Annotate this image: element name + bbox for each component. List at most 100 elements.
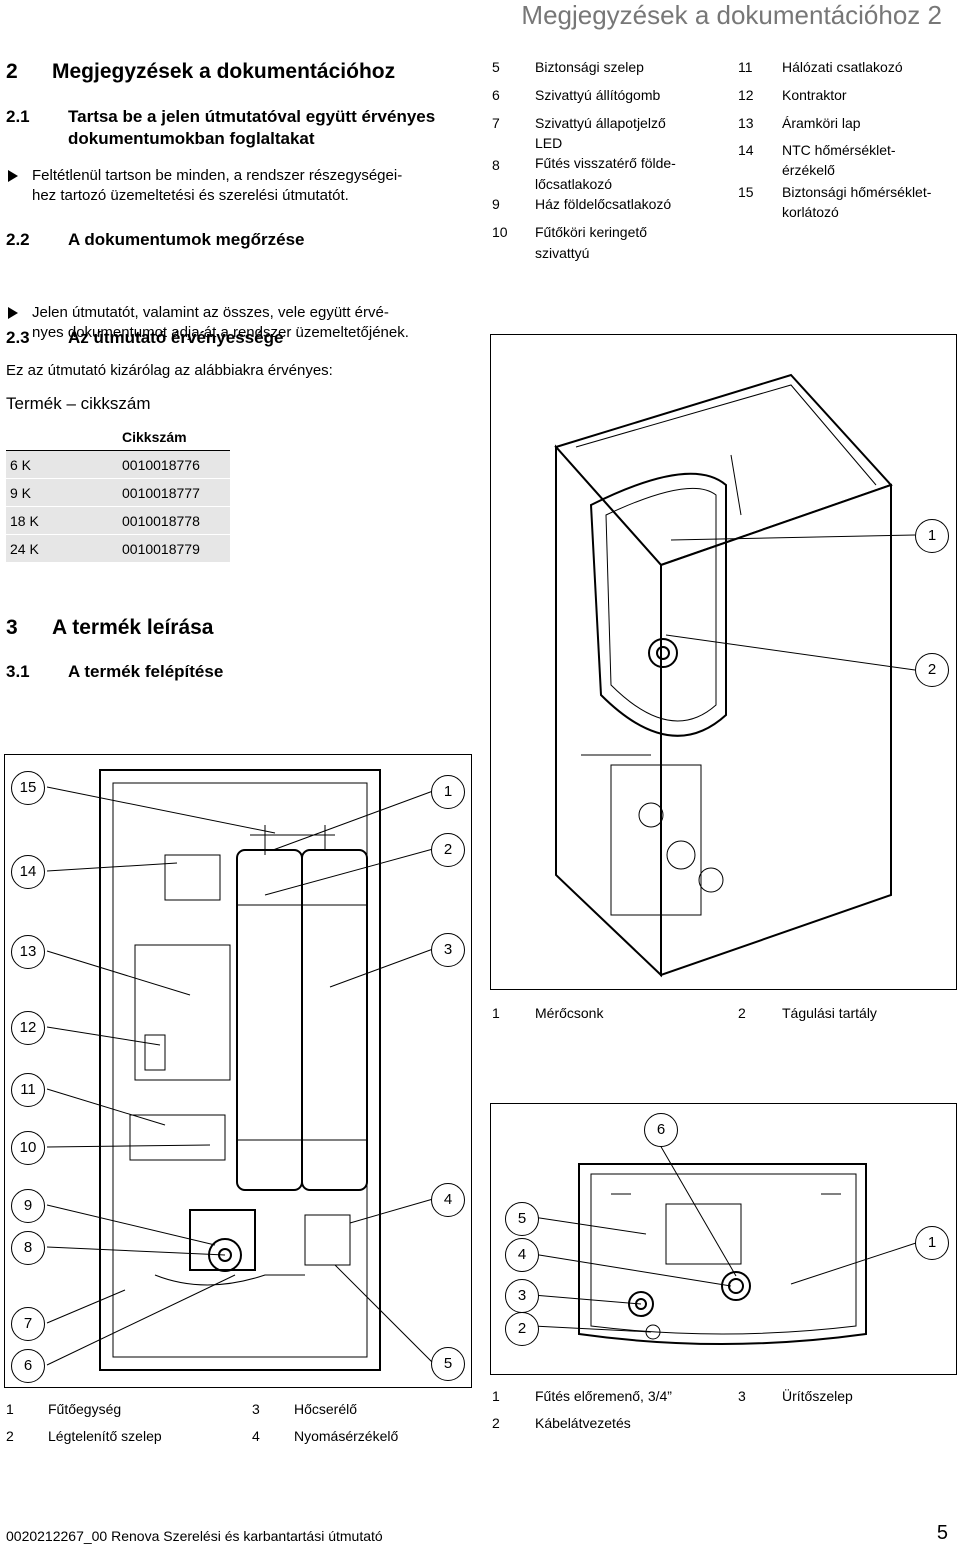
legend-text: Légtelenítő szelep bbox=[48, 1428, 162, 1444]
legend-text-cont: szivattyú bbox=[535, 245, 590, 261]
product-table: Cikkszám 6 K 0010018776 9 K 0010018777 1… bbox=[6, 422, 230, 562]
subsection-number: 2.1 bbox=[6, 107, 30, 126]
boiler-perspective-figure: 1 2 bbox=[490, 334, 957, 990]
callout-14: 14 bbox=[11, 855, 45, 889]
table-row: 18 K 0010018778 bbox=[6, 506, 230, 535]
callout-4: 4 bbox=[505, 1238, 539, 1272]
legend-number: 10 bbox=[492, 224, 508, 240]
legend-text: Fűtés előremenő, 3/4” bbox=[535, 1388, 672, 1404]
legend-number: 14 bbox=[738, 142, 754, 158]
legend-number: 3 bbox=[738, 1388, 746, 1404]
code-cell: 0010018776 bbox=[118, 450, 230, 479]
section-3-1-heading: 3.1 A termék felépítése bbox=[6, 662, 223, 682]
callout-9: 9 bbox=[11, 1189, 45, 1223]
table-row: 24 K 0010018779 bbox=[6, 534, 230, 562]
component-legend: 5 Biztonsági szelep 6 Szivattyú állítógo… bbox=[492, 58, 952, 278]
legend-text-cont: korlátozó bbox=[782, 204, 839, 220]
section-2-2-heading: 2.2 A dokumentumok megőrzése bbox=[6, 230, 304, 250]
bullet-line1: Jelen útmutatót, valamint az összes, vel… bbox=[32, 304, 389, 321]
boiler-bottom-drawing bbox=[532, 1144, 920, 1345]
callout-4: 4 bbox=[431, 1183, 465, 1217]
legend-number: 6 bbox=[492, 87, 500, 103]
legend-text: Ház földelőcsatlakozó bbox=[535, 196, 672, 212]
subsection-title-line2: dokumentumokban foglaltakat bbox=[68, 129, 315, 148]
legend-number: 15 bbox=[738, 184, 754, 200]
callout-12: 12 bbox=[11, 1011, 45, 1045]
subsection-title: A termék felépítése bbox=[68, 662, 224, 681]
legend-number: 3 bbox=[252, 1401, 260, 1417]
subsection-number: 3.1 bbox=[6, 662, 30, 681]
subsection-number: 2.2 bbox=[6, 230, 30, 249]
callout-3: 3 bbox=[505, 1279, 539, 1313]
legend-text: Kontraktor bbox=[782, 87, 847, 103]
table-row: 9 K 0010018777 bbox=[6, 478, 230, 507]
legend-text: Fűtőegység bbox=[48, 1401, 122, 1417]
legend-text: Biztonsági hőmérséklet- bbox=[782, 184, 932, 200]
column-header: Cikkszám bbox=[118, 422, 230, 451]
legend-text: Kábelátvezetés bbox=[535, 1415, 631, 1431]
instruction-bullet: Feltétlenül tartson be minden, a rendsze… bbox=[6, 166, 960, 206]
callout-1: 1 bbox=[915, 1226, 949, 1260]
code-cell: 0010018777 bbox=[118, 478, 230, 507]
subsection-title-line1: Tartsa be a jelen útmutatóval együtt érv… bbox=[68, 107, 436, 126]
legend-number: 1 bbox=[492, 1005, 500, 1021]
legend-text: Fűtőköri keringető bbox=[535, 224, 648, 240]
boiler-front-drawing bbox=[46, 769, 434, 1371]
callout-6: 6 bbox=[11, 1349, 45, 1383]
legend-text: Ürítőszelep bbox=[782, 1388, 853, 1404]
section-number: 2 bbox=[6, 60, 18, 83]
bullet-line2: hez tartozó üzemeltetési és szerelési út… bbox=[32, 187, 349, 204]
subsection-number: 2.3 bbox=[6, 328, 30, 347]
legend-text: Hőcserélő bbox=[294, 1401, 358, 1417]
legend-text: Biztonsági szelep bbox=[535, 59, 644, 75]
legend-text: Szivattyú állapotjelző bbox=[535, 115, 666, 131]
callout-5: 5 bbox=[505, 1202, 539, 1236]
legend-number: 7 bbox=[492, 115, 500, 131]
model-cell: 9 K bbox=[6, 478, 118, 507]
legend-number: 2 bbox=[492, 1415, 500, 1431]
instruction-bullet: Jelen útmutatót, valamint az összes, vel… bbox=[6, 303, 960, 343]
callout-13: 13 bbox=[11, 935, 45, 969]
legend-number: 4 bbox=[252, 1428, 260, 1444]
section-title: A termék leírása bbox=[52, 616, 214, 639]
callout-1: 1 bbox=[915, 519, 949, 553]
table-row: 6 K 0010018776 bbox=[6, 450, 230, 479]
section-2-3-heading: 2.3 Az útmutató érvényessége bbox=[6, 328, 283, 348]
bullet-line1: Feltétlenül tartson be minden, a rendsze… bbox=[32, 167, 403, 184]
legend-number: 1 bbox=[492, 1388, 500, 1404]
boiler-front-figure: 15 14 13 12 11 10 9 8 7 6 1 2 3 4 5 bbox=[4, 754, 472, 1388]
section-3-heading: 3 A termék leírása bbox=[6, 616, 214, 640]
legend-text: NTC hőmérséklet- bbox=[782, 142, 896, 158]
callout-11: 11 bbox=[11, 1073, 45, 1107]
footer-document-id: 0020212267_00 Renova Szerelési és karban… bbox=[6, 1528, 383, 1544]
legend-text: Áramköri lap bbox=[782, 115, 861, 131]
figure-legend: 1 Fűtőegység 3 Hőcserélő 2 Légtelenítő s… bbox=[6, 1400, 466, 1448]
legend-text: Szivattyú állítógomb bbox=[535, 87, 661, 103]
model-cell: 18 K bbox=[6, 506, 118, 535]
boiler-perspective-drawing bbox=[554, 373, 916, 978]
legend-number: 8 bbox=[492, 157, 500, 173]
page-number: 5 bbox=[936, 1522, 948, 1544]
legend-number: 11 bbox=[738, 59, 753, 75]
callout-2: 2 bbox=[505, 1312, 539, 1346]
subsection-title: A dokumentumok megőrzése bbox=[68, 230, 305, 249]
figure-legend: 1 Mérőcsonk 2 Tágulási tartály bbox=[492, 1004, 952, 1026]
model-cell: 6 K bbox=[6, 450, 118, 479]
section-2-heading: 2 Megjegyzések a dokumentációhoz bbox=[6, 60, 395, 84]
callout-10: 10 bbox=[11, 1131, 45, 1165]
legend-number: 2 bbox=[738, 1005, 746, 1021]
model-cell: 24 K bbox=[6, 534, 118, 562]
legend-text-cont: LED bbox=[535, 135, 563, 151]
figure-legend: 1 Fűtés előremenő, 3/4” 3 Ürítőszelep 2 … bbox=[492, 1387, 952, 1435]
product-table-title: Termék – cikkszám bbox=[6, 394, 151, 413]
section-title: Megjegyzések a dokumentációhoz bbox=[52, 60, 396, 83]
subsection-title: Az útmutató érvényessége bbox=[68, 328, 284, 347]
legend-number: 12 bbox=[738, 87, 754, 103]
callout-8: 8 bbox=[11, 1231, 45, 1265]
callout-6: 6 bbox=[644, 1113, 678, 1147]
legend-number: 1 bbox=[6, 1401, 14, 1417]
callout-7: 7 bbox=[11, 1307, 45, 1341]
legend-text: Fűtés visszatérő földe- bbox=[535, 155, 676, 171]
callout-5: 5 bbox=[431, 1347, 465, 1381]
section-number: 3 bbox=[6, 616, 18, 639]
